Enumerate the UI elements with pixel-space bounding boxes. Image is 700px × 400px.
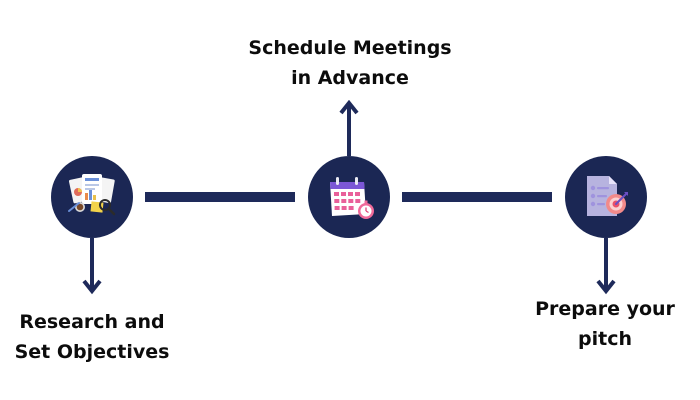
step-label-line: in Advance — [291, 67, 409, 89]
step-node-research — [51, 156, 133, 238]
step-node-schedule — [308, 156, 390, 238]
step-label-line: Schedule Meetings — [248, 37, 452, 59]
step-label-line: Set Objectives — [14, 341, 170, 363]
arrow-down-research — [82, 238, 102, 295]
step-label-research: Research and Set Objectives — [2, 307, 182, 367]
connector-1-2 — [145, 192, 295, 202]
calendar-clock-icon — [330, 177, 374, 219]
step-node-pitch — [565, 156, 647, 238]
step-label-line: Prepare your — [535, 298, 675, 320]
step-label-line: Research and — [19, 311, 165, 333]
step-label-line: pitch — [578, 328, 632, 350]
step-label-pitch: Prepare your pitch — [520, 294, 690, 354]
arrow-up-schedule — [339, 100, 359, 156]
connector-2-3 — [402, 192, 552, 202]
pitch-target-icon — [587, 176, 628, 216]
step-label-schedule: Schedule Meetings in Advance — [245, 33, 455, 93]
arrow-down-pitch — [596, 238, 616, 295]
research-documents-icon — [68, 174, 116, 216]
